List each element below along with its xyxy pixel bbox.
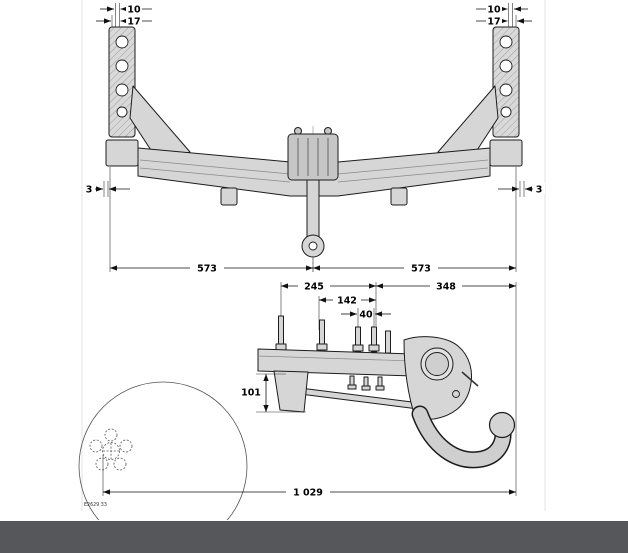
wheel-arch-outline: [78, 381, 248, 520]
dim-245: 245: [281, 280, 376, 293]
dim-10-left: 10: [100, 3, 152, 27]
dim-label: 17: [127, 17, 140, 28]
coupling-housing: [287, 127, 339, 181]
dim-label: 17: [487, 17, 500, 28]
side-plate-right: [492, 26, 520, 138]
dim-17-right: 17: [476, 15, 532, 28]
dim-label: 245: [304, 282, 324, 293]
mount-bracket-left: [105, 139, 139, 167]
dim-1029: 1 029: [103, 486, 516, 499]
hitch-housing: [403, 336, 479, 421]
dim-573-pair: 573 573: [110, 258, 516, 275]
mount-bracket-right: [489, 139, 523, 167]
swan-neck-towball: [411, 405, 516, 469]
under-bolts: [347, 375, 385, 391]
technical-drawing: 10 17 10: [78, 0, 546, 520]
dim-label: 3: [86, 185, 93, 196]
dim-142: 142: [319, 294, 376, 307]
dim-10-right: 10: [476, 3, 528, 27]
dim-label: 3: [536, 185, 543, 196]
side-view: 245 348 142 40: [78, 280, 517, 520]
dim-label: 573: [411, 264, 431, 275]
figure-ref-code: E2629 33: [84, 502, 107, 508]
dim-label: 1 029: [293, 488, 323, 499]
side-plate-left: [108, 26, 136, 138]
dim-label: 40: [359, 310, 373, 321]
tab-left: [220, 187, 238, 206]
dim-label: 142: [337, 296, 357, 307]
dim-label: 348: [436, 282, 456, 293]
dim-101: 101: [238, 373, 306, 413]
tab-right: [390, 187, 408, 206]
dim-3-right: 3: [498, 181, 545, 197]
drop-shaft: [301, 179, 325, 258]
dim-label: 10: [127, 5, 141, 16]
dim-40: 40: [341, 308, 391, 327]
dim-label: 101: [241, 388, 261, 399]
hub-bolt-pattern: [89, 428, 133, 471]
mounting-studs: [275, 315, 391, 354]
footer-bar: [0, 521, 628, 553]
lower-bracket: [273, 370, 309, 413]
front-view: 10 17 10: [83, 3, 545, 275]
dim-label: 10: [487, 5, 501, 16]
dim-label: 573: [197, 264, 217, 275]
dim-17-left: 17: [96, 15, 152, 28]
dim-348: 348: [376, 280, 516, 293]
dim-3-left: 3: [83, 181, 130, 197]
tow-ball: [488, 411, 516, 439]
